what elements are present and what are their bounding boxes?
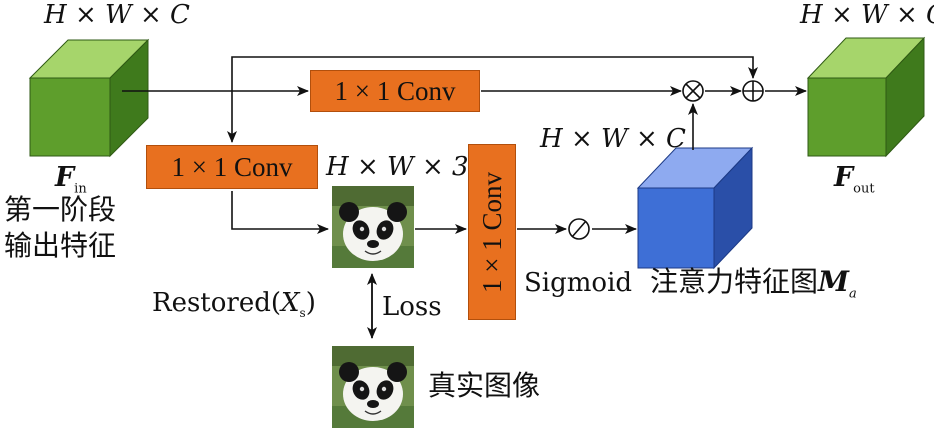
f-in-label: Fin — [55, 164, 87, 195]
connection-lines — [122, 56, 807, 339]
restored-var: X — [281, 288, 300, 318]
attention-map-cube — [636, 146, 754, 270]
attention-dims-label: H × W × C — [540, 124, 686, 154]
input-dims-label: H × W × C — [44, 0, 190, 30]
attention-map-text: 注意力特征图 — [650, 265, 819, 298]
multiply-operator — [682, 80, 704, 102]
input-feature-cube — [28, 38, 150, 158]
f-out-subscript: out — [853, 181, 875, 197]
restored-label: Restored(Xs) — [152, 290, 316, 319]
f-out-symbol: F — [834, 162, 854, 193]
attention-map-sub: a — [849, 286, 857, 302]
restored-panda-image — [332, 186, 414, 268]
conv-block-vertical: 1 × 1 Conv — [468, 144, 516, 320]
output-dims-label: H × W × C — [800, 0, 934, 30]
sigmoid-label: Sigmoid — [524, 268, 633, 298]
real-image-label: 真实图像 — [428, 369, 541, 402]
stage-label-line2: 输出特征 — [4, 229, 117, 262]
attention-map-label: 注意力特征图Ma — [650, 268, 857, 301]
conv-block-vertical-label: 1 × 1 Conv — [476, 171, 507, 293]
f-out-label: Fout — [834, 164, 875, 195]
stage-label-line1: 第一阶段 — [4, 193, 117, 226]
conv-block-left: 1 × 1 Conv — [146, 145, 318, 189]
attention-map-var: M — [818, 265, 850, 298]
restored-dims-label: H × W × 3 — [326, 152, 469, 182]
f-in-subscript: in — [74, 181, 87, 197]
loss-label: Loss — [382, 292, 442, 322]
restored-suffix: ) — [305, 288, 316, 318]
f-in-symbol: F — [55, 162, 75, 193]
restored-sub: s — [299, 306, 306, 321]
restored-prefix: Restored( — [152, 288, 282, 318]
real-panda-image — [332, 346, 414, 428]
conv-block-top: 1 × 1 Conv — [310, 70, 480, 112]
output-feature-cube — [806, 36, 926, 158]
sigmoid-operator — [568, 218, 590, 240]
add-operator — [742, 80, 764, 102]
